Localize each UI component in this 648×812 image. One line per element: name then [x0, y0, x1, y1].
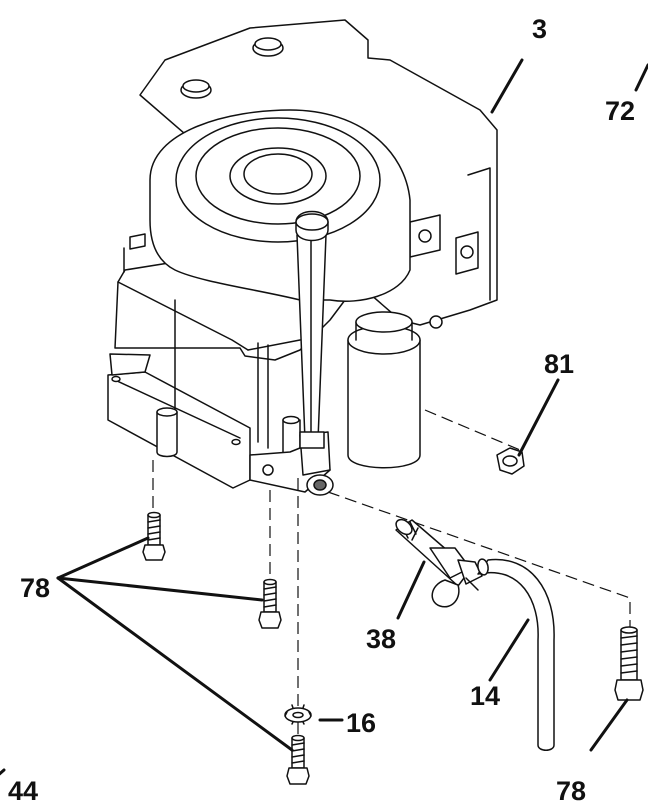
bolt-middle [258, 578, 282, 629]
engine-top-caps [180, 37, 284, 99]
engine-side-bracket [409, 167, 491, 329]
engine-mount-bosses [156, 407, 301, 458]
oil-filter [347, 311, 421, 469]
engine-base-flange [107, 371, 251, 489]
bolt-left-upper [142, 511, 166, 561]
lock-washer [284, 704, 312, 725]
callout-nut: 81 [544, 349, 574, 379]
hose [477, 558, 555, 751]
callout-washer: 16 [346, 708, 376, 738]
callout-72: 72 [605, 96, 635, 126]
hex-nut [496, 447, 525, 475]
callout-bolt-right: 78 [556, 776, 586, 806]
engine-connector [123, 233, 146, 273]
leader-lines [0, 58, 648, 776]
callout-fitting: 38 [366, 624, 396, 654]
bolt-bottom [286, 734, 310, 785]
callout-44: 44 [8, 776, 38, 806]
bolt-right [614, 626, 644, 701]
callout-hose: 14 [470, 681, 500, 711]
callout-engine: 3 [532, 14, 547, 44]
dipstick [295, 210, 329, 449]
callout-bolts-group: 78 [20, 573, 50, 603]
drain-fitting [395, 518, 483, 608]
